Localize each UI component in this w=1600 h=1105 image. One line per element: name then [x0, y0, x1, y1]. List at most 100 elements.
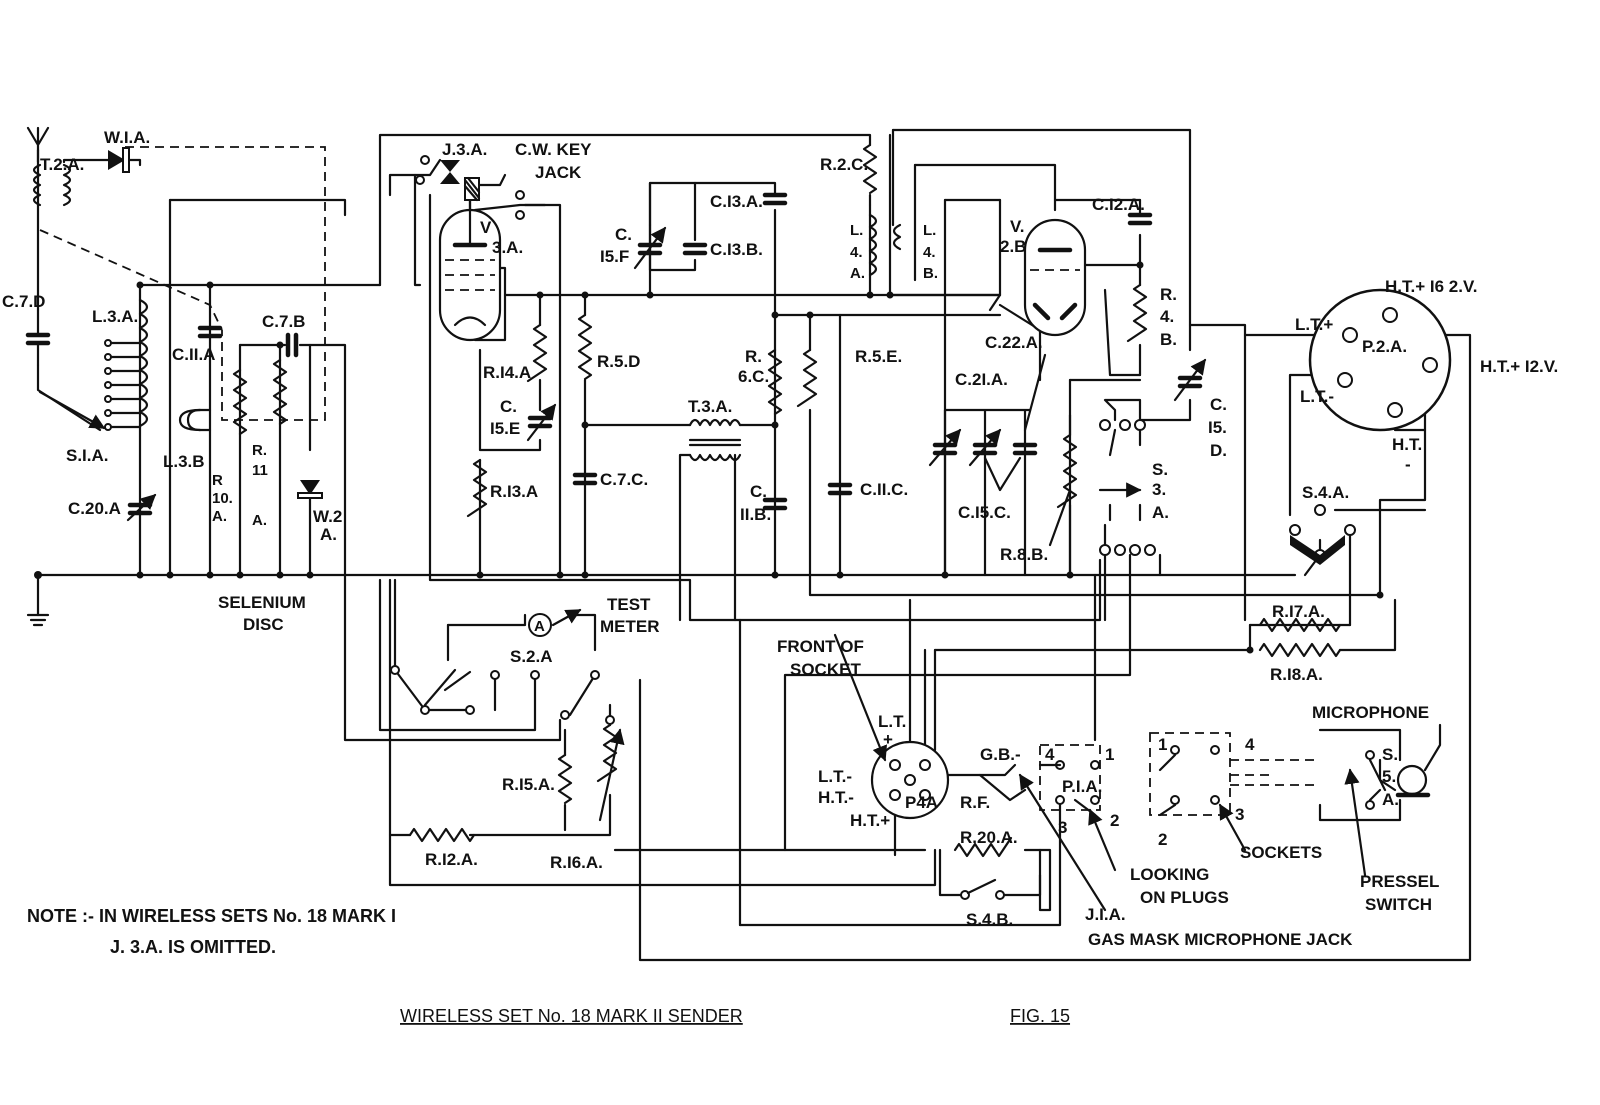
label-lt-minus: L.T.-: [1300, 387, 1334, 406]
label-c12a: C.I2.A.: [1092, 195, 1145, 214]
transformer-t3a: [688, 418, 742, 462]
label-c22a: C.22.A.: [985, 333, 1043, 352]
label-c15d-2: I5.: [1208, 418, 1227, 437]
label-pressel: PRESSEL: [1360, 872, 1439, 891]
resistor-r14a: [526, 323, 548, 383]
label-c13a: C.I3.A.: [710, 192, 763, 211]
label-r20a: R.20.A.: [960, 828, 1018, 847]
label-test: TEST: [607, 595, 651, 614]
label-c21a: C.2I.A.: [955, 370, 1008, 389]
label-l4b-1: L.: [923, 222, 936, 239]
label-w1a: W.I.A.: [104, 128, 150, 147]
label-r14a: R.I4.A: [483, 363, 531, 382]
label-s3a-3: A.: [1152, 503, 1169, 522]
resistor-r5d: [577, 313, 593, 381]
label-l3a: L.3.A.: [92, 307, 138, 326]
label-r6c-1: R.: [745, 347, 762, 366]
label-disc: DISC: [243, 615, 284, 634]
label-ht12: H.T.+ I2.V.: [1480, 357, 1558, 376]
label-s3a-1: S.: [1152, 460, 1168, 479]
label-p1a: P.I.A.: [1062, 777, 1102, 796]
label-c13b: C.I3.B.: [710, 240, 763, 259]
figure-number: FIG. 15: [1010, 1006, 1070, 1026]
label-r17a: R.I7.A.: [1272, 602, 1325, 621]
label-ht-minus-2: -: [1405, 455, 1411, 474]
label-looking-1: LOOKING: [1130, 865, 1209, 884]
antenna-symbol: [26, 126, 50, 152]
label-r5d: R.5.D: [597, 352, 640, 371]
label-r11a-3: A.: [252, 512, 267, 529]
label-c15e-1: C.: [500, 397, 517, 416]
label-lt-plus: L.T.+: [1295, 315, 1333, 334]
resistor-r4b: [1126, 283, 1148, 343]
coil-t2a: [32, 163, 72, 207]
label-v3a-1: V: [480, 218, 492, 237]
c15c-leaders: [983, 456, 1022, 492]
caption-block: WIRELESS SET No. 18 MARK II SENDER FIG. …: [400, 1006, 1070, 1026]
label-s5a-2: 5.: [1382, 767, 1396, 786]
note-line-1: NOTE :- IN WIRELESS SETS No. 18 MARK I: [27, 906, 396, 926]
label-lt-p4-1: L.T.: [878, 712, 906, 731]
label-sock-4: 4: [1245, 735, 1255, 754]
label-t3a: T.3.A.: [688, 397, 732, 416]
label-sockets: SOCKETS: [1240, 843, 1322, 862]
resistor-r12a: [408, 827, 476, 843]
socket-p4a: [833, 633, 950, 820]
label-v2b-2: 2.B: [1000, 237, 1026, 256]
resistor-r11a: [272, 358, 288, 426]
label-r12a: R.I2.A.: [425, 850, 478, 869]
resistor-r20a: [953, 836, 1013, 858]
label-c15f-1: C.: [615, 225, 632, 244]
label-r13a: R.I3.A: [490, 482, 538, 501]
label-sock-3: 3: [1235, 805, 1244, 824]
label-ht-plus-p4: H.T.+: [850, 811, 890, 830]
label-front-of: FRONT OF: [777, 637, 864, 656]
label-sock-1: 1: [1158, 735, 1167, 754]
label-rf: R.F.: [960, 793, 990, 812]
label-v3a-2: 3.A.: [492, 238, 523, 257]
label-ht-minus-1: H.T.: [1392, 435, 1422, 454]
resistor-r18a: [1258, 642, 1342, 658]
label-ht-minus-p4: H.T.-: [818, 788, 854, 807]
diode-w1a: [108, 147, 130, 173]
capacitor-c21a: [928, 428, 962, 467]
junction-nodes: [136, 261, 1384, 654]
label-r10a-3: A.: [212, 508, 227, 525]
diode-w2a: [297, 480, 323, 499]
label-selenium: SELENIUM: [218, 593, 306, 612]
label-r10a-1: R: [212, 472, 223, 489]
label-s5a-3: A.: [1382, 790, 1399, 809]
label-p1a-1: 1: [1105, 745, 1114, 764]
label-r8b: R.8.B.: [1000, 545, 1048, 564]
switch-s3a: [1098, 419, 1156, 556]
note-line-2: J. 3.A. IS OMITTED.: [110, 937, 276, 957]
label-r6c-2: 6.C.: [738, 367, 769, 386]
c22a-leader: [1023, 353, 1047, 432]
label-c11c: C.II.C.: [860, 480, 908, 499]
label-lt-minus-p4: L.T.-: [818, 767, 852, 786]
switch-s5a: [1365, 750, 1387, 810]
socket-p2a: [1308, 288, 1452, 432]
label-c15f-2: I5.F: [600, 247, 629, 266]
capacitor-c12a: [1127, 212, 1153, 226]
sockets-j1a: [1158, 745, 1367, 877]
label-s3a-2: 3.: [1152, 480, 1166, 499]
label-v2b-1: V.: [1010, 217, 1025, 236]
label-microphone: MICROPHONE: [1312, 703, 1429, 722]
switch-s2a: [390, 665, 600, 720]
label-l3b: L.3.B: [163, 452, 205, 471]
jack-j3a: [415, 155, 525, 220]
label-ht162: H.T.+ I6 2.V.: [1385, 277, 1477, 296]
coil-l3a: [104, 298, 149, 431]
resistor-r2c: [862, 143, 878, 195]
resistor-r8b: [1056, 433, 1078, 509]
label-w2a-1: W.2: [313, 507, 342, 526]
label-p1a-3: 3: [1058, 818, 1067, 837]
label-c7c: C.7.C.: [600, 470, 648, 489]
label-l4a-3: A.: [850, 265, 865, 282]
label-c7b: C.7.B: [262, 312, 305, 331]
label-lt-p4-2: +: [883, 730, 893, 749]
coil-l4b: [891, 128, 902, 251]
switch-s4a: [1289, 504, 1356, 565]
